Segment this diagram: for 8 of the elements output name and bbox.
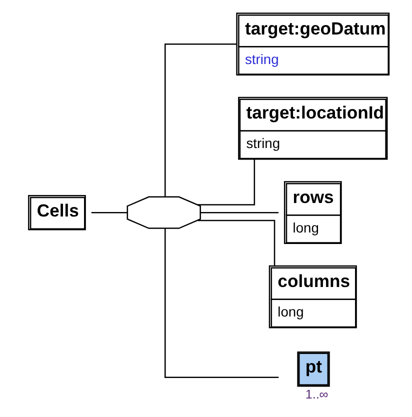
connector (164, 43, 236, 196)
node-label: 1..∞ (305, 388, 328, 402)
node-octagon (126, 196, 201, 229)
connector (91, 212, 128, 214)
connector (198, 159, 256, 206)
connector (198, 220, 276, 266)
connector (164, 228, 279, 378)
connector (200, 212, 279, 214)
